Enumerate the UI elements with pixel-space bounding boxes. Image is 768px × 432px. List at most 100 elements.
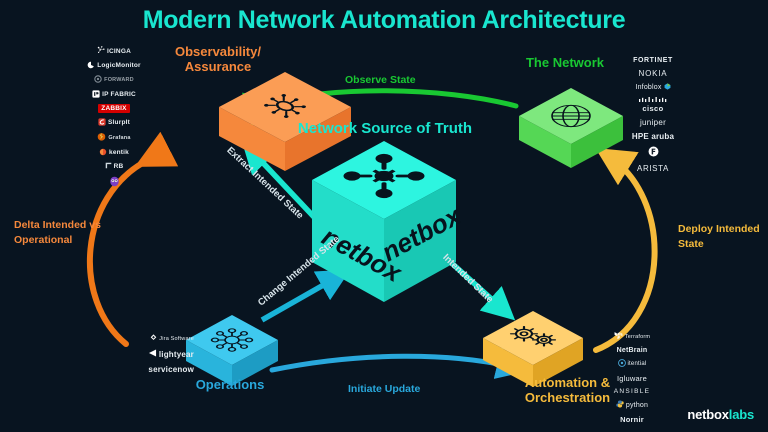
label-deploy-intended: Deploy Intended State	[678, 222, 764, 252]
label-delta-line2: vs Operational	[14, 219, 101, 247]
vendor-ansible: ANSIBLE	[594, 388, 670, 395]
vendor-terraform-label: Terraform	[624, 333, 651, 340]
vendor-rb: RB	[84, 162, 144, 171]
vendor-arista: ARISTA	[616, 164, 690, 173]
node-netbox-cube[interactable]: netbox netbox	[312, 141, 467, 302]
label-automation-line2: Orchestration	[524, 389, 611, 405]
kentik-icon	[99, 148, 107, 158]
icinga-icon	[97, 46, 105, 56]
vendor-terraform: Terraform	[594, 331, 670, 342]
vendor-jira-label: Jira Software	[159, 335, 194, 342]
vendor-igluware: Igluware	[594, 374, 670, 383]
vendor-slurpit: SlurpIt	[84, 117, 144, 128]
vendor-grafana: Grafana	[84, 132, 144, 143]
node-operations[interactable]	[186, 315, 278, 386]
vendor-ip-fabric: IP FABRIC	[84, 89, 144, 100]
logicmonitor-icon	[87, 61, 95, 71]
vendor-infoblox-label: Infoblox	[635, 84, 662, 91]
label-delta-line1: Delta Intended	[14, 219, 87, 231]
arrow-extract-intended-state	[241, 139, 317, 219]
vendor-python-label: python	[625, 401, 649, 409]
owl-icon	[109, 176, 120, 189]
node-network[interactable]	[519, 88, 623, 168]
vendor-forward: FORWARD	[84, 75, 144, 85]
vendor-hpe-aruba: HPE aruba	[616, 132, 690, 141]
node-automation[interactable]	[483, 311, 583, 387]
vendor-netbrain-label: NetBrain	[616, 347, 648, 354]
vendor-icinga: ICINGA	[84, 46, 144, 56]
vendor-grafana-label: Grafana	[108, 134, 131, 141]
f5-icon	[648, 146, 659, 159]
vendor-zabbix: ZABBIX	[84, 104, 144, 113]
vendor-nokia-label: NOKIA	[638, 69, 668, 78]
vendor-fortinet: FORTINET	[616, 57, 690, 64]
gears-icon	[509, 326, 557, 347]
vendor-juniper: JUNIPER	[616, 118, 690, 127]
vendor-list-operations: Jira Software lightyear servicenow	[120, 334, 194, 374]
label-automation-line1: Automation &	[524, 375, 611, 390]
label-initiate-update: Initiate Update	[348, 383, 421, 395]
vendor-igluware-label: Igluware	[617, 374, 647, 383]
infoblox-icon	[664, 83, 671, 92]
jira-icon	[150, 334, 157, 343]
lightyear-icon	[148, 349, 157, 359]
rb-icon	[105, 162, 112, 171]
vendor-itential-label: itential	[627, 361, 647, 367]
netbox-topology-icon	[343, 153, 425, 199]
vendor-cisco: cisco	[616, 97, 690, 113]
vendor-jira: Jira Software	[150, 334, 194, 343]
vendor-icinga-label: ICINGA	[107, 47, 131, 55]
label-network: The Network	[525, 55, 604, 70]
vendor-zabbix-label: ZABBIX	[98, 104, 130, 113]
vendor-arista-label: ARISTA	[637, 164, 669, 173]
slurpit-icon	[98, 117, 106, 128]
vendor-lightyear: lightyear	[148, 349, 194, 359]
label-deploy-line2: Intended State	[678, 223, 760, 251]
vendor-fortinet-label: FORTINET	[633, 57, 673, 64]
vendor-nornir: Nornir	[594, 415, 670, 424]
vendor-ansible-label: ANSIBLE	[613, 388, 651, 395]
vendor-list-observability: ICINGA LogicMonitor FORWARD IP FABRIC ZA…	[84, 46, 144, 189]
brand-labs: labs	[728, 407, 754, 422]
page-title: Modern Network Automation Architecture	[142, 6, 626, 34]
vendor-cisco-label: cisco	[642, 104, 664, 113]
operations-icon	[210, 328, 254, 352]
arrow-delta-intended	[86, 131, 179, 347]
vendor-lightyear-label: lightyear	[158, 349, 194, 359]
ip-fabric-icon	[92, 89, 100, 100]
terraform-icon	[614, 331, 623, 342]
vendor-slurpit-label: SlurpIt	[108, 119, 130, 126]
brand-netbox: netbox	[687, 407, 729, 422]
vendor-purple-icon-item	[84, 176, 144, 189]
label-observability-line1: Observability/	[175, 44, 261, 59]
itential-icon	[617, 359, 626, 369]
node-observability[interactable]	[219, 72, 351, 171]
vendor-servicenow: servicenow	[148, 365, 194, 374]
vendor-list-network: FORTINET NOKIA Infoblox cisco JUNIP	[616, 57, 690, 173]
vendor-servicenow-label: servicenow	[148, 365, 194, 374]
vendor-infoblox: Infoblox	[616, 83, 690, 92]
label-operations: Operations	[195, 377, 265, 392]
vendor-ip-fabric-label: IP FABRIC	[102, 91, 136, 98]
label-observability-line2: Assurance	[184, 58, 252, 74]
vendor-nornir-label: Nornir	[620, 415, 644, 424]
forward-icon	[94, 75, 102, 85]
arrow-change-intended-state	[260, 269, 351, 323]
vendor-kentik: kentik	[84, 148, 144, 158]
vendor-itential: itential	[594, 359, 670, 369]
vendor-nokia: NOKIA	[616, 69, 690, 78]
vendor-hpe-aruba-label: HPE aruba	[631, 132, 675, 141]
observability-icon	[264, 94, 306, 118]
label-observability: Observability/ Assurance	[148, 44, 288, 75]
label-delta-intended: Delta Intended vs Operational	[14, 218, 114, 248]
python-icon	[616, 400, 624, 410]
label-network-source-of-truth: Network Source of Truth	[297, 120, 473, 137]
vendor-f5	[616, 146, 690, 159]
netboxlabs-logo: netboxlabs	[687, 407, 754, 422]
vendor-kentik-label: kentik	[109, 149, 129, 156]
vendor-juniper-label: JUNIPER	[639, 118, 667, 127]
vendor-logicmonitor: LogicMonitor	[84, 61, 144, 71]
globe-icon	[551, 104, 591, 128]
